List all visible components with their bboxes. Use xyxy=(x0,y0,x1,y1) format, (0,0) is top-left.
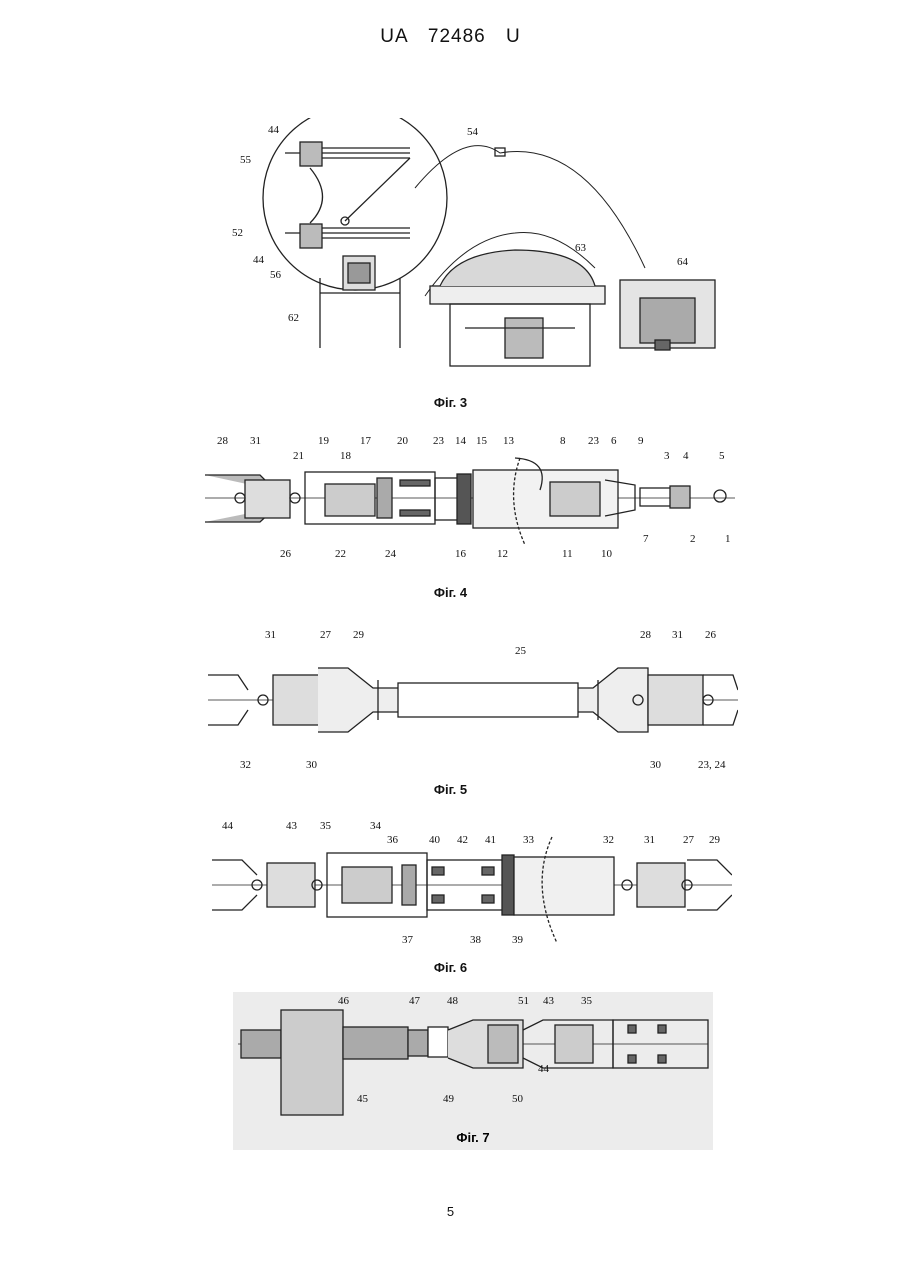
figure-6-label: 41 xyxy=(485,834,496,846)
figure-6-label: 31 xyxy=(644,834,655,846)
figure-4-label: 9 xyxy=(638,435,644,447)
figure-7-label: 35 xyxy=(581,995,593,1007)
figure-6-caption: Фіг. 6 xyxy=(0,960,901,975)
figure-4-label: 23 xyxy=(588,435,600,447)
figure-5-label: 31 xyxy=(265,629,276,641)
figure-5-label: 28 xyxy=(640,629,652,641)
document-number: UA 72486 U xyxy=(0,26,901,48)
figure-4-label: 28 xyxy=(217,435,229,447)
figure-4-label: 22 xyxy=(335,548,346,560)
figure-3-label: 52 xyxy=(232,227,243,239)
figure-4-label: 3 xyxy=(664,450,670,462)
figure-3-label: 56 xyxy=(270,269,282,281)
figure-4-label: 7 xyxy=(643,533,649,545)
figure-6-label: 32 xyxy=(603,834,614,846)
figure-4-label: 18 xyxy=(340,450,352,462)
figure-6-drawing: 44 43 35 34 36 40 42 41 33 32 31 27 29 3… xyxy=(212,815,732,955)
figure-5-label: 25 xyxy=(515,645,527,657)
figure-5-label: 30 xyxy=(650,759,662,771)
figure-5-label: 23, 24 xyxy=(698,759,726,771)
figure-7-drawing: 46 47 48 51 43 35 45 49 50 44 Фіг. 7 xyxy=(233,992,713,1150)
figure-4-label: 8 xyxy=(560,435,566,447)
figure-3-caption: Фіг. 3 xyxy=(0,395,901,410)
figure-4-label: 21 xyxy=(293,450,304,462)
figure-4-label: 14 xyxy=(455,435,467,447)
figure-7-caption: Фіг. 7 xyxy=(456,1130,489,1145)
figure-5-label: 26 xyxy=(705,629,717,641)
figure-3-label: 44 xyxy=(268,124,280,136)
figure-7-label: 43 xyxy=(543,995,555,1007)
figure-4-drawing: 28 31 21 19 18 17 20 23 14 15 13 8 23 6 … xyxy=(205,430,740,570)
figure-6-label: 38 xyxy=(470,934,482,946)
figure-3-label: 64 xyxy=(677,256,689,268)
figure-5-label: 31 xyxy=(672,629,683,641)
figure-4-label: 26 xyxy=(280,548,292,560)
figure-6-label: 27 xyxy=(683,834,695,846)
figure-6-label: 42 xyxy=(457,834,468,846)
figure-4-label: 24 xyxy=(385,548,397,560)
figure-6-label: 36 xyxy=(387,834,399,846)
figure-4-label: 16 xyxy=(455,548,467,560)
figure-4-label: 2 xyxy=(690,533,696,545)
figure-4-label: 11 xyxy=(562,548,573,560)
figure-6-label: 44 xyxy=(222,820,234,832)
figure-4-label: 19 xyxy=(318,435,330,447)
figure-7-label: 49 xyxy=(443,1093,455,1105)
figure-4-caption: Фіг. 4 xyxy=(0,585,901,600)
figure-6-label: 29 xyxy=(709,834,721,846)
figure-3-drawing: 44 55 54 52 44 56 62 63 64 xyxy=(225,118,735,383)
figure-5-label: 29 xyxy=(353,629,365,641)
figure-6-label: 39 xyxy=(512,934,524,946)
figure-5-label: 32 xyxy=(240,759,251,771)
figure-6-label: 43 xyxy=(286,820,298,832)
figure-4-label: 20 xyxy=(397,435,409,447)
figure-5-caption: Фіг. 5 xyxy=(0,782,901,797)
figure-4-label: 13 xyxy=(503,435,515,447)
figure-3-label: 63 xyxy=(575,242,587,254)
figure-4-label: 23 xyxy=(433,435,445,447)
figure-4-label: 5 xyxy=(719,450,725,462)
figure-3-label: 62 xyxy=(288,312,299,324)
figure-6-label: 37 xyxy=(402,934,414,946)
figure-7-label: 50 xyxy=(512,1093,524,1105)
figure-7-label: 45 xyxy=(357,1093,369,1105)
figure-3-label: 54 xyxy=(467,126,479,138)
figure-7-label: 46 xyxy=(338,995,350,1007)
figure-4-label: 17 xyxy=(360,435,372,447)
figure-4-label: 10 xyxy=(601,548,613,560)
figure-6-label: 33 xyxy=(523,834,535,846)
figure-5-label: 30 xyxy=(306,759,318,771)
figure-7-label: 51 xyxy=(518,995,529,1007)
figure-5-drawing: 31 27 29 25 28 31 26 32 30 30 23, 24 xyxy=(208,620,738,775)
figure-7-label: 44 xyxy=(538,1063,550,1075)
figure-6-label: 34 xyxy=(370,820,382,832)
figure-7-label: 48 xyxy=(447,995,459,1007)
figure-4-label: 12 xyxy=(497,548,508,560)
page-number: 5 xyxy=(0,1204,901,1219)
figure-4-label: 31 xyxy=(250,435,261,447)
figure-7-label: 47 xyxy=(409,995,421,1007)
figure-5-label: 27 xyxy=(320,629,332,641)
figure-3-label: 55 xyxy=(240,154,252,166)
figure-4-label: 1 xyxy=(725,533,731,545)
figure-6-label: 40 xyxy=(429,834,441,846)
figure-3-label: 44 xyxy=(253,254,265,266)
figure-4-label: 4 xyxy=(683,450,689,462)
figure-4-label: 6 xyxy=(611,435,617,447)
figure-4-label: 15 xyxy=(476,435,488,447)
figure-6-label: 35 xyxy=(320,820,332,832)
